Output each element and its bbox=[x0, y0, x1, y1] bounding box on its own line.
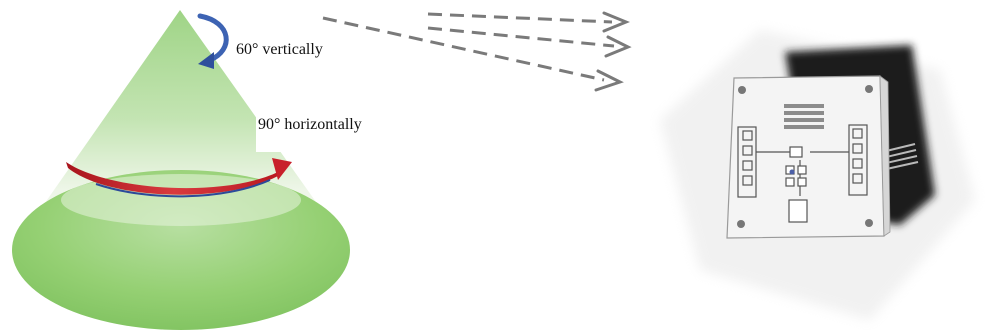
label-background bbox=[256, 112, 396, 152]
left-component-column bbox=[737, 126, 757, 198]
signal-path-top bbox=[427, 12, 613, 24]
signal-path-bottom bbox=[322, 16, 605, 82]
vertical-rotation-arrowhead bbox=[198, 52, 214, 69]
curved-arrow-icon bbox=[197, 13, 229, 69]
status-led bbox=[789, 169, 795, 175]
dashed-arrowheads bbox=[594, 11, 632, 92]
field-of-view-cone bbox=[12, 10, 350, 330]
curved-arrow-icon bbox=[66, 158, 292, 198]
dashed-arrow-icon bbox=[322, 12, 615, 82]
sensor-board-illustration bbox=[660, 30, 975, 320]
signal-arrowhead-bottom bbox=[594, 69, 624, 92]
vertical-angle-label: 60° vertically bbox=[236, 41, 323, 58]
center-pad-array bbox=[784, 104, 824, 129]
signal-arrowhead-top bbox=[602, 11, 630, 33]
right-component-column bbox=[848, 124, 868, 196]
signal-path-middle bbox=[427, 26, 615, 48]
horizontal-angle-label: 90° horizontally bbox=[258, 116, 362, 133]
mounting-holes bbox=[737, 85, 873, 228]
signal-arrowhead-middle bbox=[604, 35, 632, 58]
vertical-rotation-arrow bbox=[197, 13, 229, 63]
horizontal-rotation-arrow-underside bbox=[95, 179, 271, 198]
horizontal-rotation-arrowhead bbox=[272, 158, 292, 180]
board-edge bbox=[879, 75, 891, 237]
horizontal-rotation-arrow-body bbox=[66, 162, 282, 195]
center-components bbox=[785, 146, 808, 223]
